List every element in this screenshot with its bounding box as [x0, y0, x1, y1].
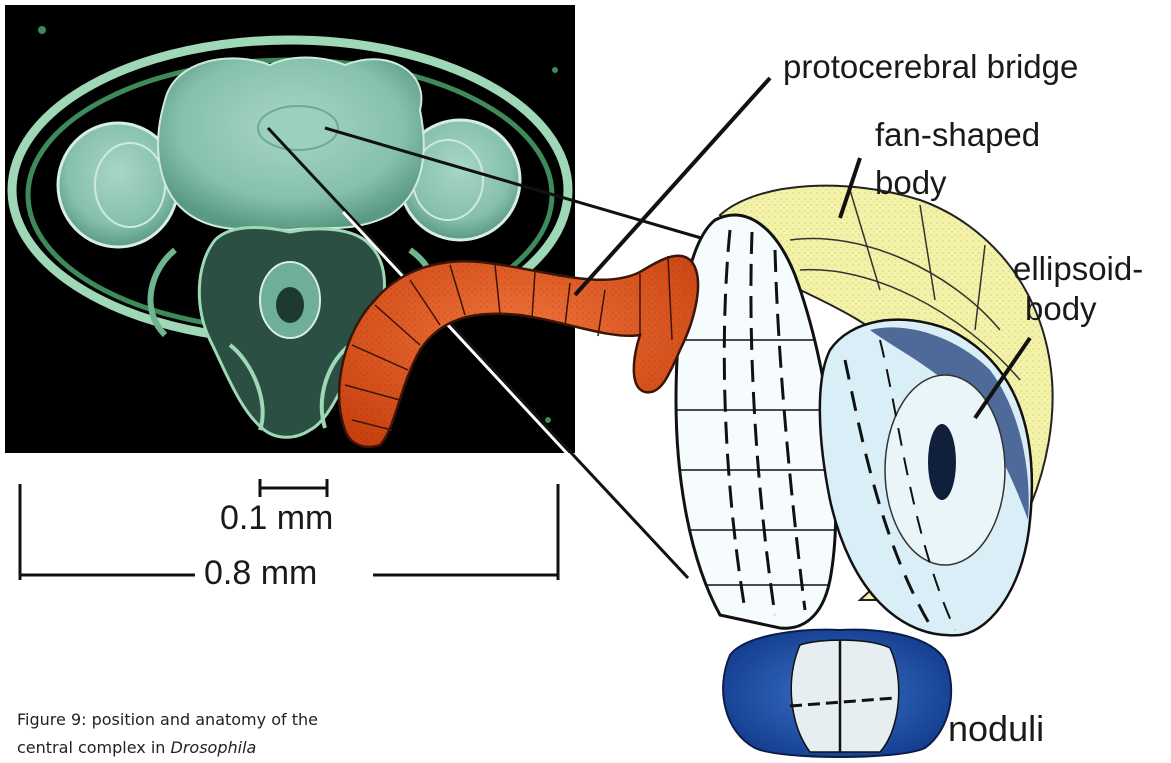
- label-ellipsoid-body-line1: ellipsoid-: [1013, 250, 1143, 288]
- noduli-center: [791, 640, 898, 752]
- speck-3: [545, 417, 551, 423]
- esophagus-lumen: [276, 287, 304, 323]
- label-fan-shaped-body-line2: body: [875, 164, 947, 202]
- caption-species: Drosophila: [171, 738, 257, 757]
- caption-line-2-prefix: central complex in: [17, 738, 171, 757]
- noduli-structure: [723, 630, 951, 757]
- label-ellipsoid-body-line2: body: [1025, 290, 1097, 328]
- brain-section-micrograph: [5, 5, 575, 453]
- scale-label-small: 0.1 mm: [220, 500, 333, 536]
- scale-label-large: 0.8 mm: [204, 555, 317, 591]
- label-noduli: noduli: [948, 710, 1044, 748]
- label-protocerebral-bridge: protocerebral bridge: [783, 48, 1078, 86]
- speck-1: [38, 26, 46, 34]
- caption-line-2: central complex in Drosophila: [17, 734, 377, 762]
- figure-caption: Figure 9: position and anatomy of the ce…: [17, 706, 377, 762]
- speck-2: [552, 67, 558, 73]
- ellipsoid-canal: [928, 424, 956, 500]
- caption-line-1: Figure 9: position and anatomy of the: [17, 706, 377, 734]
- label-fan-shaped-body-line1: fan-shaped: [875, 116, 1040, 154]
